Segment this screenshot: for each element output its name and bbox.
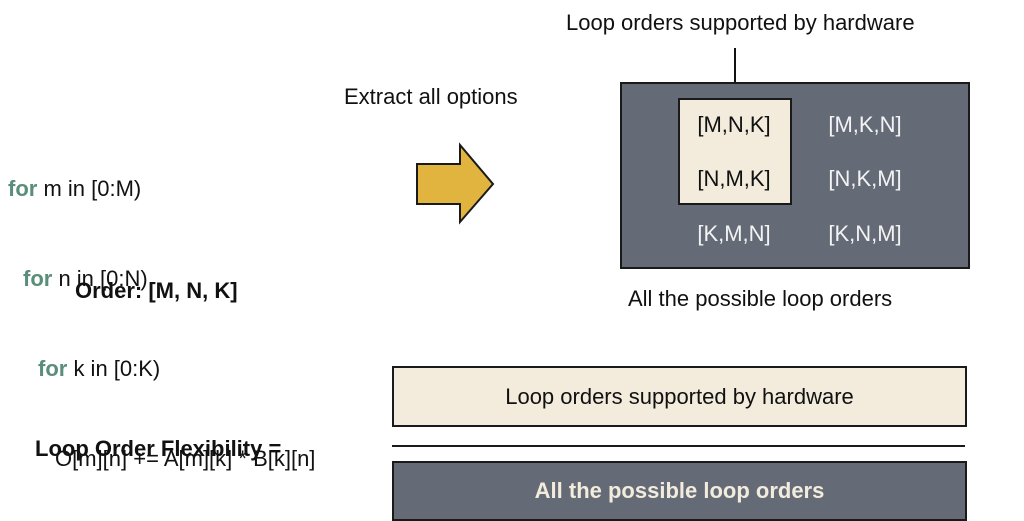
code-text: m in [0:M): [37, 176, 142, 201]
code-line-4: O[m][n] += A[m][k] * B[k][n]: [8, 444, 315, 474]
code-text: O[m][n] += A[m][k] * B[k][n]: [55, 446, 316, 471]
numerator-text: Loop orders supported by hardware: [505, 383, 854, 409]
code-text: n in [0:N): [52, 266, 148, 291]
numerator-box: Loop orders supported by hardware: [392, 366, 967, 427]
denominator-text: All the possible loop orders: [534, 478, 825, 503]
denominator-box: All the possible loop orders: [392, 461, 967, 521]
arrow-shape: [416, 142, 495, 225]
option-supported: [M,N,K]: [697, 112, 771, 137]
keyword: for: [8, 176, 38, 201]
right-arrow-icon: [416, 142, 495, 225]
code-line-3: for k in [0:K): [8, 354, 315, 384]
code-line-2: for n in [0:N): [8, 264, 315, 294]
code-line-1: for m in [0:M): [8, 174, 315, 204]
connector-line: [734, 48, 736, 99]
fraction-line: [392, 445, 965, 447]
all-orders-label: All the possible loop orders: [628, 286, 893, 311]
order-label: Order: [M, N, K]: [75, 278, 238, 303]
option: [K,M,N]: [697, 221, 771, 246]
option: [K,N,M]: [828, 221, 902, 246]
flexibility-formula-label: Loop Order Flexibility =: [35, 436, 282, 461]
option: [N,K,M]: [828, 166, 902, 191]
code-snippet: for m in [0:M) for n in [0:N) for k in […: [8, 114, 315, 504]
hardware-supported-label: Loop orders supported by hardware: [566, 10, 915, 35]
code-text: k in [0:K): [67, 356, 161, 381]
keyword: for: [23, 266, 53, 291]
keyword: for: [38, 356, 68, 381]
option-supported: [N,M,K]: [697, 166, 771, 191]
supported-orders-box: [678, 98, 792, 205]
extract-label: Extract all options: [344, 84, 518, 109]
option: [M,K,N]: [828, 112, 902, 137]
